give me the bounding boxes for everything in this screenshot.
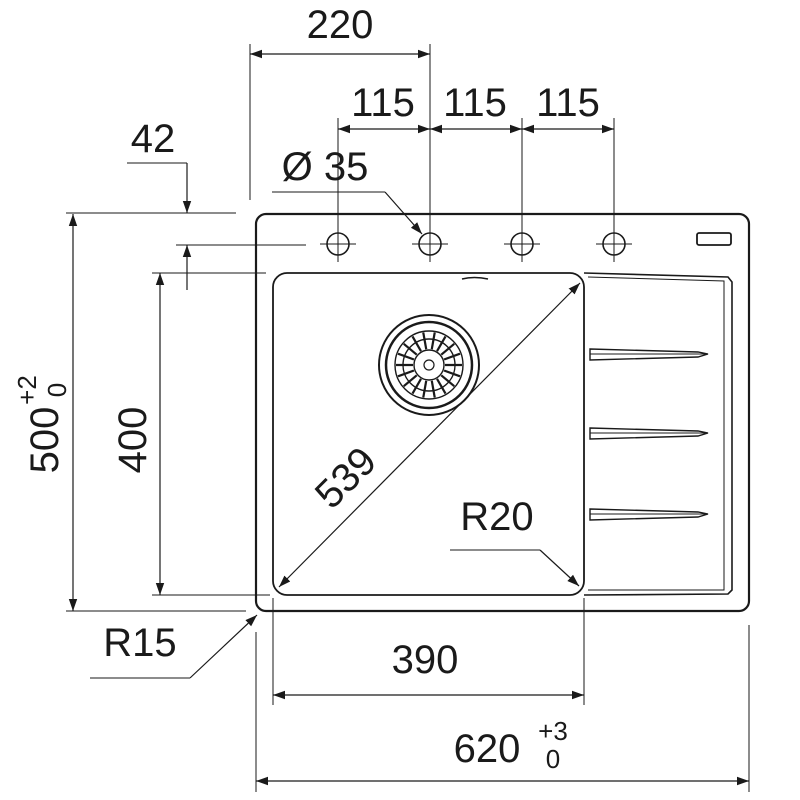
dim-label-42: 42: [131, 117, 176, 161]
strainer-spoke: [422, 380, 428, 398]
dim-label-500-tol-upper: +2: [12, 375, 42, 405]
drainboard-inner: [587, 276, 725, 591]
bowl-outline: [272, 272, 585, 596]
dim-label-500-tol-lower: 0: [42, 383, 72, 397]
dim-label-620-tol-lower: 0: [546, 744, 560, 774]
strainer-spoke: [430, 380, 436, 398]
drainboard-rib-1: [589, 348, 709, 361]
dim-line-diagonal: [278, 282, 581, 588]
bowl-overflow-mark: [461, 276, 489, 280]
dim-label-115-3: 115: [536, 81, 600, 125]
drainboard-outline: [583, 272, 733, 596]
dim-label-220: 220: [307, 3, 374, 47]
dim-label-390: 390: [392, 638, 459, 682]
sink-outline: [254, 212, 751, 613]
strainer-spoke: [397, 352, 415, 361]
dim-arrow-diameter: [384, 191, 423, 235]
dim-label-620-tol-upper: +3: [538, 716, 568, 746]
drainboard-rib-3: [589, 508, 709, 521]
dim-label-400: 400: [111, 407, 155, 474]
dim-label-r15: R15: [103, 621, 176, 665]
strainer-spoke: [422, 332, 428, 350]
dim-label-500-value: 500: [23, 407, 67, 474]
dim-arrow-r20: [539, 549, 580, 587]
dim-arrow-r15: [189, 614, 258, 679]
dim-label-115-2: 115: [443, 81, 507, 125]
tap-hole-2: [412, 226, 448, 262]
dim-label-r20: R20: [460, 495, 533, 539]
dim-label-500: 500 +2 0: [12, 375, 72, 473]
dim-label-620-value: 620: [454, 727, 521, 771]
strainer-spoke: [443, 352, 461, 361]
strainer-spoke: [443, 369, 461, 378]
dim-label-diameter: Ø 35: [282, 145, 369, 189]
dim-label-diagonal: 539: [307, 439, 385, 517]
dim-label-115-1: 115: [351, 81, 415, 125]
strainer-spoke: [430, 332, 436, 350]
overflow-slot: [696, 232, 732, 246]
strainer-spoke: [397, 369, 415, 378]
drainboard-rib-2: [589, 427, 709, 440]
